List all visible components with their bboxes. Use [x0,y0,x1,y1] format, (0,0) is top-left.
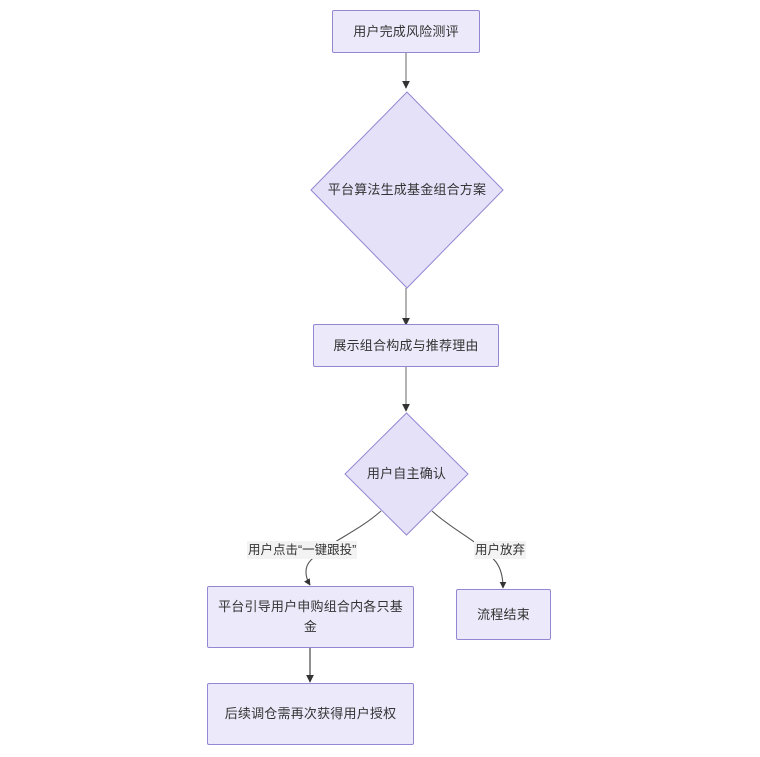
node-label: 平台引导用户申购组合内各只基金 [218,599,403,634]
node-process-end[interactable]: 流程结束 [456,589,551,640]
edge-label-one-click-follow: 用户点击“一键跟投” [247,541,358,559]
node-show-portfolio-composition[interactable]: 展示组合构成与推荐理由 [313,324,499,367]
edge-n4-n5 [304,510,382,586]
diamond-shape [310,91,504,289]
node-label: 展示组合构成与推荐理由 [333,337,479,353]
diamond-shape [344,412,469,536]
edge-n4-n6 [431,510,507,589]
node-guide-user-purchase-funds[interactable]: 平台引导用户申购组合内各只基金 [207,586,414,648]
node-user-confirmation[interactable]: 用户自主确认 [344,412,469,536]
node-label: 用户自主确认 [366,466,447,481]
edge-label-text: 用户点击“一键跟投” [248,543,357,557]
node-algorithm-generates-portfolio[interactable]: 平台算法生成基金组合方案 [310,91,504,289]
node-user-risk-assessment[interactable]: 用户完成风险测评 [332,10,480,53]
edge-label-text: 用户放弃 [475,543,526,557]
edge-label-user-abandons: 用户放弃 [474,541,527,559]
node-label: 流程结束 [477,606,530,622]
node-label: 平台算法生成基金组合方案 [327,182,487,197]
node-label: 用户完成风险测评 [353,23,459,39]
node-rebalance-requires-authorization[interactable]: 后续调仓需再次获得用户授权 [207,683,414,745]
node-label: 后续调仓需再次获得用户授权 [224,706,397,721]
